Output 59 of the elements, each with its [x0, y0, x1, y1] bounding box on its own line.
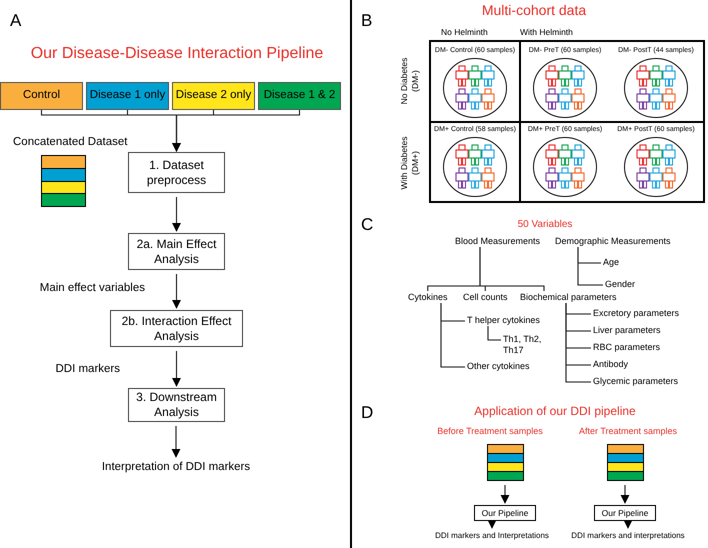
arrow: [624, 520, 632, 529]
group-box: Disease 1 & 2: [258, 82, 341, 110]
tree-label: Age: [603, 257, 620, 268]
panel-letter: B: [361, 10, 372, 32]
tree-label: Gender: [605, 279, 636, 290]
arrow: [172, 110, 300, 152]
tree-label: Antibody: [593, 359, 628, 370]
process-box: 3. Downstream Analysis: [128, 388, 225, 422]
arrow: [172, 197, 181, 232]
connector-line: [565, 303, 591, 383]
dataset-stack: [607, 444, 644, 481]
arrow: [172, 274, 181, 309]
group-box: Disease 2 only: [172, 82, 255, 110]
connector-line: [440, 303, 465, 368]
tree-label: T helper cytokines: [467, 315, 540, 326]
tree-label: Th1, Th2, Th17: [503, 334, 547, 356]
tree-label: RBC parameters: [593, 342, 660, 353]
arrow: [488, 520, 496, 529]
tree-label: DDI markers and interpretations: [571, 530, 685, 542]
tree-label: Biochemical parameters: [520, 292, 617, 303]
tree-label: Liver parameters: [593, 325, 661, 336]
panel-title: Our Disease-Disease Interaction Pipeline: [30, 44, 324, 64]
arrow: [172, 426, 180, 458]
process-box: 2b. Interaction Effect Analysis: [110, 310, 243, 347]
panel-letter: A: [10, 10, 22, 32]
group-box: Control: [0, 82, 83, 110]
panel-title: Multi-cohort data: [482, 1, 586, 20]
tree-label: Glycemic parameters: [593, 376, 678, 387]
dataset-stack: [487, 444, 524, 481]
tree-label: DDI markers and Interpretations: [435, 530, 549, 542]
connector-line: [479, 247, 545, 291]
connector-line: [487, 326, 501, 341]
tree-label: Other cytokines: [467, 361, 530, 372]
arrow: [620, 485, 630, 504]
process-box: 1. Dataset preprocess: [128, 152, 225, 193]
panel-letter: D: [361, 402, 374, 424]
connector-line: [577, 247, 603, 286]
group-box: Disease 1 only: [86, 82, 169, 110]
column-header: No Helminth: [441, 26, 488, 39]
tree-label: Cytokines: [408, 292, 448, 303]
tree-label: Excretory parameters: [593, 308, 680, 319]
panel-title: Application of our DDI pipeline: [474, 403, 636, 420]
tree-label: Interpretation of DDI markers: [102, 459, 250, 476]
subtitle: After Treatment samples: [578, 425, 678, 438]
process-box: 2a. Main Effect Analysis: [128, 233, 225, 270]
dataset-label: Concatenated Dataset: [13, 135, 128, 150]
row-header: With Diabetes (DM+): [399, 136, 421, 192]
subtitle: Before Treatment samples: [437, 425, 543, 438]
panel-letter: C: [361, 214, 374, 236]
row-header: No Diabetes (DM-): [399, 56, 421, 106]
tree-label: Demographic Measurements: [555, 236, 671, 247]
tree-label: Blood Measurements: [455, 236, 540, 247]
tree-label: Cell counts: [463, 292, 508, 303]
arrow: [500, 485, 510, 504]
process-box: Our Pipeline: [474, 505, 536, 521]
panel-title: 50 Variables: [518, 218, 572, 232]
column-header: With Helminth: [520, 26, 573, 39]
process-box: Our Pipeline: [594, 505, 656, 521]
arrow: [172, 351, 181, 387]
